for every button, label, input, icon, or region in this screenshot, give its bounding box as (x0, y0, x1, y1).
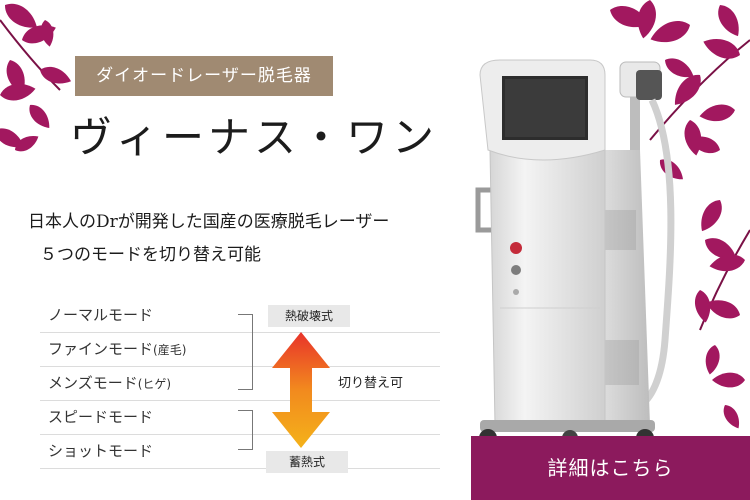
mode-item: ノーマルモード (40, 299, 440, 333)
laser-machine-image (475, 59, 675, 447)
mode-label: ファインモード (48, 340, 154, 358)
description-line-2: ５つのモードを切り替え可能 (40, 245, 261, 265)
switchable-label: 切り替え可 (338, 376, 404, 391)
mode-label: ショットモード (48, 442, 154, 460)
product-title: ヴィーナス・ワン (70, 113, 439, 162)
bracket-heat-storage (238, 410, 253, 450)
mode-label: スピードモード (48, 408, 154, 426)
type-tag-heat-destruction: 熱破壊式 (268, 305, 350, 327)
double-arrow-icon (272, 332, 330, 448)
mode-item: ファインモード(産毛) (40, 333, 440, 367)
mode-label: メンズモード (48, 374, 138, 392)
bracket-heat-destruction (238, 314, 253, 390)
mode-item: スピードモード (40, 401, 440, 435)
mode-label: ノーマルモード (48, 306, 154, 324)
details-button[interactable]: 詳細はこちら (471, 436, 750, 500)
leaf-cluster-right (692, 195, 750, 432)
mode-item: ショットモード (40, 435, 440, 469)
leaf-cluster-top-left (0, 0, 74, 156)
mode-list: ノーマルモード ファインモード(産毛) メンズモード(ヒゲ) スピードモード シ… (40, 299, 440, 469)
mode-item: メンズモード(ヒゲ) (40, 367, 440, 401)
product-category-badge: ダイオードレーザー脱毛器 (75, 56, 333, 96)
type-tag-heat-storage: 蓄熱式 (266, 451, 348, 473)
description-line-1: 日本人のDrが開発した国産の医療脱毛レーザー (28, 212, 390, 232)
mode-sub: (ヒゲ) (137, 377, 172, 391)
mode-sub: (産毛) (153, 343, 187, 357)
